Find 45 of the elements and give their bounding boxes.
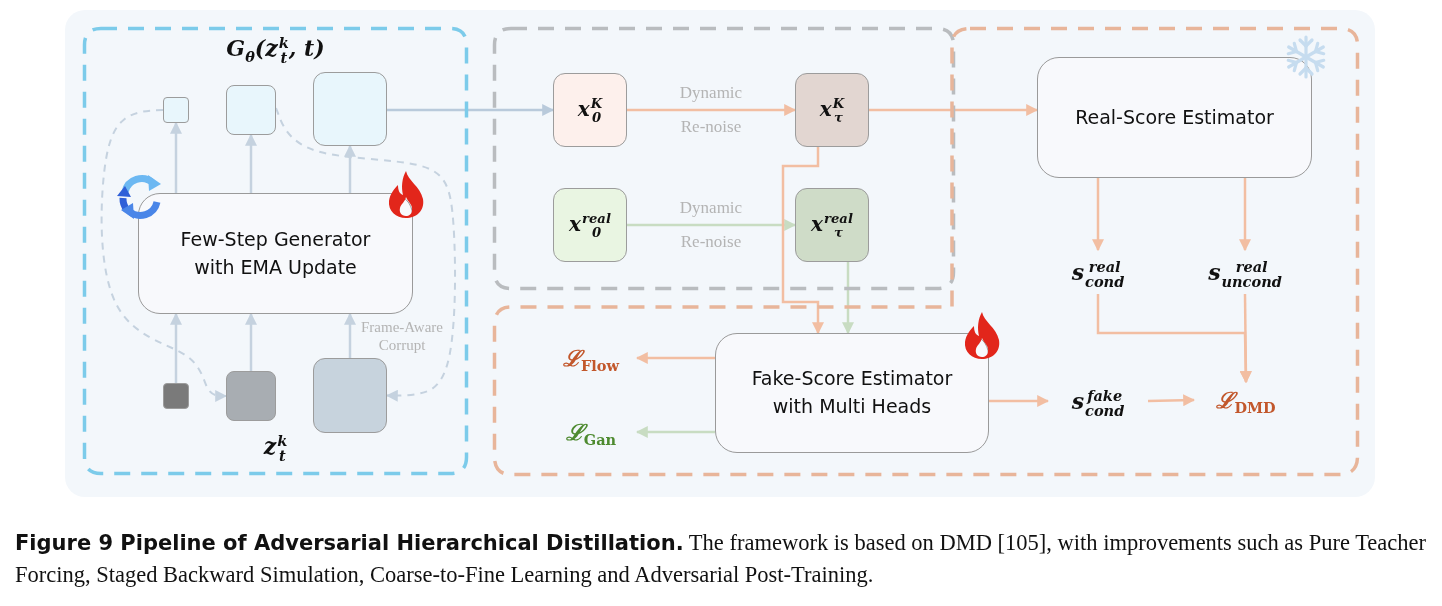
- arrow: [344, 312, 356, 358]
- box-label: Fake-Score Estimator with Multi Heads: [750, 366, 954, 419]
- arrow: [1092, 178, 1104, 252]
- edge-label: Dynamic Re-noise: [678, 197, 744, 253]
- arrow: [989, 395, 1050, 407]
- arrow: [245, 133, 257, 193]
- arrow: [635, 352, 715, 364]
- image-square: [795, 73, 869, 147]
- math-label: ℒ$_{Gan}$: [545, 414, 637, 450]
- arrow: [842, 262, 854, 335]
- arrow: [344, 144, 356, 193]
- figure-caption: Figure 9 Pipeline of Adversarial Hierarchical Distillation. The framework is based on DMD [105], with improvements such as Pure Teacher Forcing, Staged Backward Simulation, Coarse-to-Fine Learning and Adversarial Post-Training.: [15, 529, 1428, 589]
- math-label: ℒ$_{DMD}$: [1194, 382, 1298, 418]
- arrow: [869, 104, 1039, 116]
- arrow: [170, 312, 182, 383]
- image-square: [553, 188, 627, 262]
- image-square: [313, 72, 387, 146]
- arrow: [635, 426, 715, 438]
- image-square: [313, 358, 387, 433]
- image-square: [226, 85, 276, 135]
- process-box: [715, 333, 989, 453]
- arrow: [627, 104, 797, 116]
- arrow: [1239, 178, 1251, 252]
- arrow: [245, 312, 257, 371]
- edge-label: Dynamic Re-noise: [678, 82, 744, 138]
- image-square: [226, 371, 276, 421]
- image-square: [163, 383, 189, 409]
- arrow: [1147, 394, 1196, 407]
- image-square: [553, 73, 627, 147]
- math-label: G$_{θ}$(z$^{k}$$_{t}$, t): [225, 35, 326, 66]
- arrow: [387, 104, 555, 116]
- image-square: [795, 188, 869, 262]
- image-square: [163, 97, 189, 123]
- process-box: [138, 193, 413, 314]
- dashed-curved-arrow: [100, 109, 228, 402]
- math-label: ℒ$_{Flow}$: [545, 340, 637, 376]
- arrow: [781, 147, 824, 335]
- dashed-curved-arrow: [275, 107, 457, 402]
- arrow: [170, 121, 182, 193]
- process-box: [1037, 57, 1312, 178]
- arrow: [627, 219, 797, 231]
- edge-label: Frame-Aware Corrupt: [360, 318, 444, 354]
- box-label: Few-Step Generator with EMA Update: [179, 226, 372, 280]
- arrow: [1239, 294, 1252, 384]
- box-label: Real-Score Estimator: [1074, 104, 1275, 130]
